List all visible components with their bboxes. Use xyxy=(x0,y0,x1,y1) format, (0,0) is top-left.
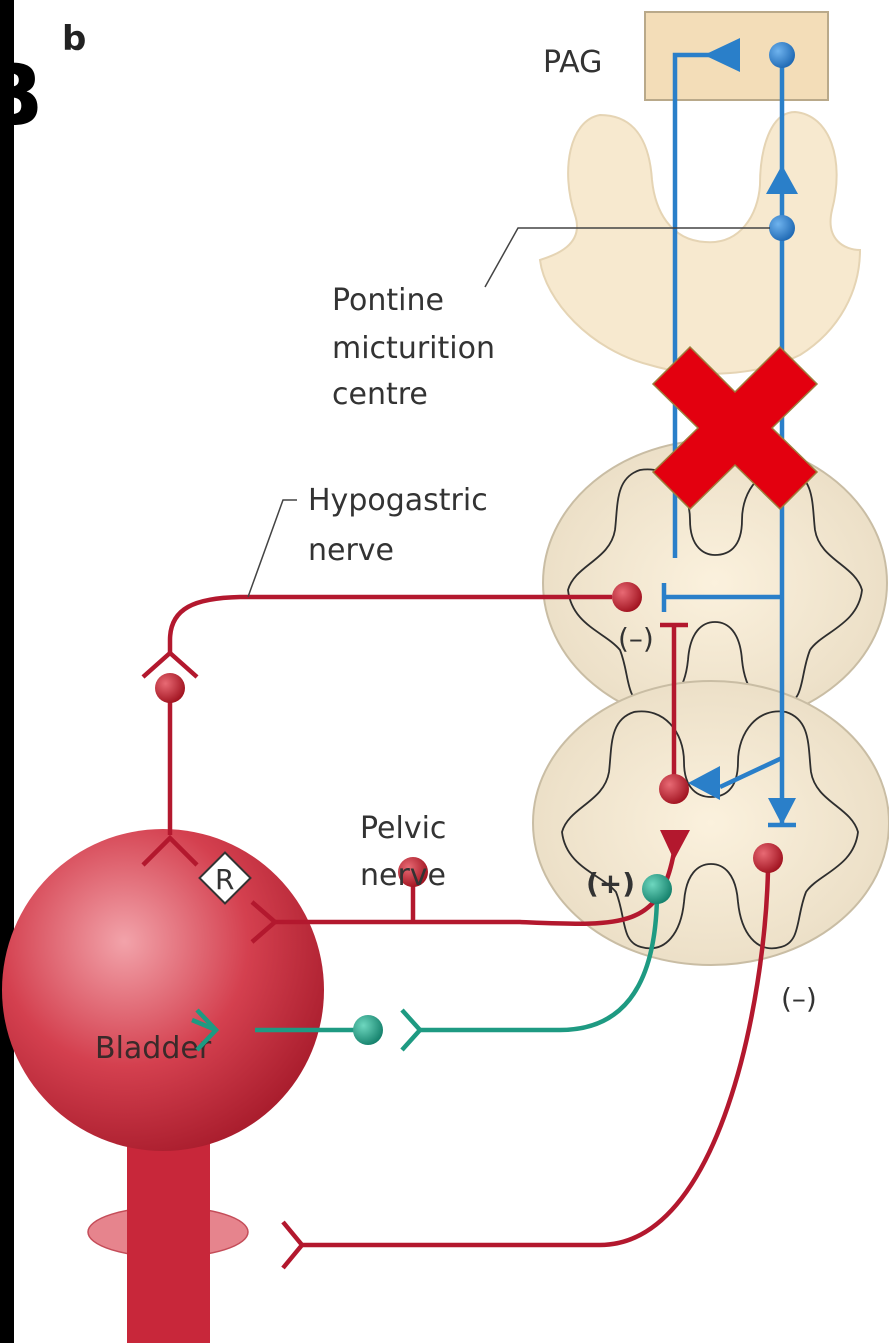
hypogastric-ganglion xyxy=(155,673,185,703)
hypogastric-neuron-upper xyxy=(612,582,642,612)
upper-inhibitory-sign: (–) xyxy=(618,622,654,655)
pmc-label-line3: centre xyxy=(332,377,428,412)
hypogastric-label-line1: Hypogastric xyxy=(308,483,488,518)
urethra xyxy=(127,1120,210,1343)
receptor-label: R xyxy=(215,863,234,896)
hypogastric-leader-line xyxy=(248,500,297,597)
pmc-label-line2: micturition xyxy=(332,331,495,366)
afferent-terminal xyxy=(642,874,672,904)
lower-excitatory-sign: (+) xyxy=(586,867,635,900)
side-fragment-letter: B xyxy=(0,46,44,146)
left-border-strip xyxy=(0,0,14,1343)
hypogastric-label-line2: nerve xyxy=(308,533,394,568)
pag-label: PAG xyxy=(543,45,602,80)
pag-neuron xyxy=(769,42,795,68)
pons-tissue xyxy=(540,112,860,374)
bladder-label: Bladder xyxy=(95,1031,212,1066)
pmc-neuron xyxy=(769,215,795,241)
pelvic-label-line2: nerve xyxy=(360,858,446,893)
panel-letter: b xyxy=(62,19,86,59)
bladder: Bladder R xyxy=(2,829,324,1343)
lower-inhibitory-sign: (–) xyxy=(781,982,817,1015)
afferent-ganglion xyxy=(353,1015,383,1045)
pmc-label-line1: Pontine xyxy=(332,283,444,318)
bladder-body xyxy=(2,829,324,1151)
pelvic-label-line1: Pelvic xyxy=(360,811,446,846)
lower-cord-motor-neuron xyxy=(753,843,783,873)
preganglionic-neuron xyxy=(659,774,689,804)
